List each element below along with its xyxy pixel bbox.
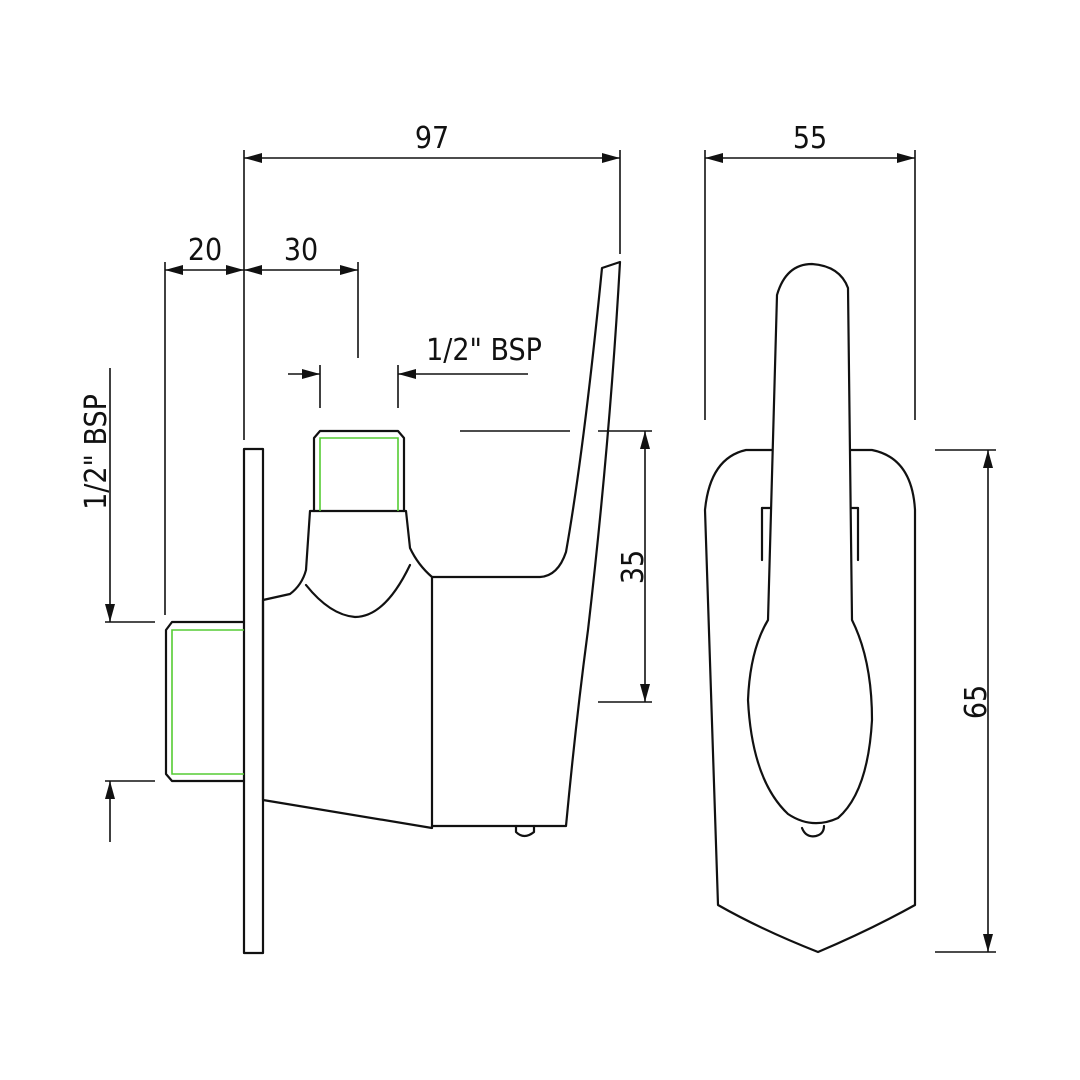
dimension-20: 20 <box>164 233 244 615</box>
lever-handle <box>430 260 622 828</box>
dimension-20-label: 20 <box>188 233 222 268</box>
dimension-55: 55 <box>704 121 916 420</box>
side-view: 97 20 30 1/2" BSP <box>79 121 652 955</box>
outlet-thread-nipple <box>312 429 406 513</box>
front-escutcheon <box>703 448 917 954</box>
dimension-35: 35 <box>598 430 652 703</box>
dimension-inlet-bsp-label: 1/2" BSP <box>79 394 114 510</box>
dimension-30-label: 30 <box>284 233 318 268</box>
front-lever-nub <box>800 824 826 838</box>
dimension-65: 65 <box>935 449 996 953</box>
front-lever <box>746 262 874 825</box>
body-curve <box>304 563 412 619</box>
dimension-outlet-bsp-label: 1/2" BSP <box>426 333 542 368</box>
dimension-inlet-bsp: 1/2" BSP <box>79 368 155 842</box>
dimension-97-label: 97 <box>415 121 449 156</box>
dimension-55-label: 55 <box>793 121 827 156</box>
wall-flange-plate <box>242 447 265 955</box>
dimension-30: 30 <box>244 233 359 358</box>
inlet-thread-pipe <box>164 620 246 783</box>
dimension-outlet-bsp: 1/2" BSP <box>288 333 542 408</box>
handle-nub <box>514 824 536 838</box>
mixer-body <box>261 509 434 830</box>
front-view: 55 65 <box>703 121 996 954</box>
dimension-65-label: 65 <box>959 685 994 719</box>
dimension-97: 97 <box>243 121 621 440</box>
dimension-35-label: 35 <box>616 550 651 584</box>
